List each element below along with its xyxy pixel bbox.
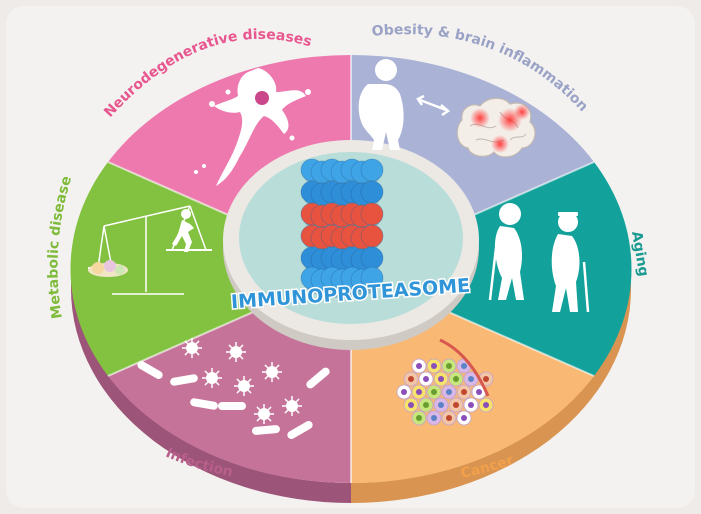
- cell-nucleus: [446, 415, 452, 421]
- neuron-icon: [194, 68, 311, 186]
- virus-spike: [236, 389, 241, 394]
- virus-spike: [284, 398, 289, 403]
- infection-side: [71, 269, 351, 503]
- double-arrow-icon: [416, 94, 451, 117]
- food-pile-icon: [88, 260, 128, 277]
- cell-nucleus: [483, 376, 489, 382]
- cell-nucleus: [416, 415, 422, 421]
- cell-nucleus: [483, 402, 489, 408]
- cell-nucleus: [453, 402, 459, 408]
- virus-spike: [228, 355, 233, 360]
- segment-metabolic: [70, 162, 351, 376]
- virus-spike: [267, 417, 272, 422]
- elderly-couple-icon: [488, 203, 590, 313]
- cell-nucleus: [401, 389, 407, 395]
- cell-nucleus: [431, 363, 437, 369]
- bacterium: [170, 374, 198, 386]
- inflamed-brain-icon: [456, 97, 536, 158]
- virus-spike: [284, 409, 289, 414]
- cell-nucleus: [461, 415, 467, 421]
- aging-label: Aging: [628, 230, 651, 278]
- bacterium: [252, 425, 280, 435]
- cell-nucleus: [446, 389, 452, 395]
- proteasome-subunit: [360, 246, 384, 270]
- virus: [266, 366, 278, 378]
- virus-spike: [275, 375, 280, 380]
- cell-nucleus: [423, 402, 429, 408]
- virus-spike: [195, 351, 200, 356]
- cell-nucleus: [461, 389, 467, 395]
- cell-nucleus: [476, 389, 482, 395]
- wheel-sides: [71, 269, 631, 503]
- cell-nucleus: [446, 363, 452, 369]
- virus-spike: [228, 344, 233, 349]
- cell-nucleus: [416, 363, 422, 369]
- virus-spike: [247, 378, 252, 383]
- bacterium: [287, 421, 313, 439]
- cell-nucleus: [408, 376, 414, 382]
- virus-spike: [267, 406, 272, 411]
- bacterium: [190, 398, 218, 410]
- bacterium: [137, 361, 163, 379]
- cell-nucleus: [431, 415, 437, 421]
- virus: [258, 408, 270, 420]
- virus-spike: [239, 355, 244, 360]
- bacterium: [306, 367, 330, 389]
- cancer-side: [351, 269, 631, 503]
- cell-nucleus: [431, 389, 437, 395]
- virus-spike: [184, 351, 189, 356]
- virus: [186, 342, 198, 354]
- cell-nucleus: [468, 402, 474, 408]
- cell-nucleus: [438, 402, 444, 408]
- cell-nucleus: [408, 402, 414, 408]
- virus-spike: [204, 381, 209, 386]
- virus-spike: [215, 370, 220, 375]
- virus-spike: [256, 417, 261, 422]
- virus-spike: [239, 344, 244, 349]
- virus-spike: [204, 370, 209, 375]
- runner-icon: [172, 209, 194, 252]
- virus-spike: [295, 398, 300, 403]
- virus-spike: [264, 375, 269, 380]
- proteasome-icon: [300, 158, 384, 298]
- cell-nucleus: [453, 376, 459, 382]
- proteasome-subunit: [360, 224, 384, 248]
- cell-nucleus: [468, 376, 474, 382]
- virus-spike: [264, 364, 269, 369]
- virus-spike: [295, 409, 300, 414]
- blood-vessel-icon: [439, 338, 490, 397]
- virus-spike: [275, 364, 280, 369]
- virus: [206, 372, 218, 384]
- bacterium: [218, 402, 246, 410]
- virus: [230, 346, 242, 358]
- virus-spike: [256, 406, 261, 411]
- cell-nucleus: [438, 376, 444, 382]
- virus: [238, 380, 250, 392]
- virus-spike: [247, 389, 252, 394]
- proteasome-subunit: [360, 158, 384, 182]
- microbes-icon: [137, 338, 330, 439]
- virus-spike: [215, 381, 220, 386]
- proteasome-subunit: [360, 266, 384, 290]
- proteasome-subunit: [360, 180, 384, 204]
- virus-spike: [184, 340, 189, 345]
- cell-nucleus: [423, 376, 429, 382]
- virus: [286, 400, 298, 412]
- virus-spike: [195, 340, 200, 345]
- virus-spike: [236, 378, 241, 383]
- tumor-cells-icon: [396, 358, 494, 426]
- cell-nucleus: [416, 389, 422, 395]
- cell-nucleus: [461, 363, 467, 369]
- obese-person-icon: [358, 59, 404, 150]
- proteasome-subunit: [360, 202, 384, 226]
